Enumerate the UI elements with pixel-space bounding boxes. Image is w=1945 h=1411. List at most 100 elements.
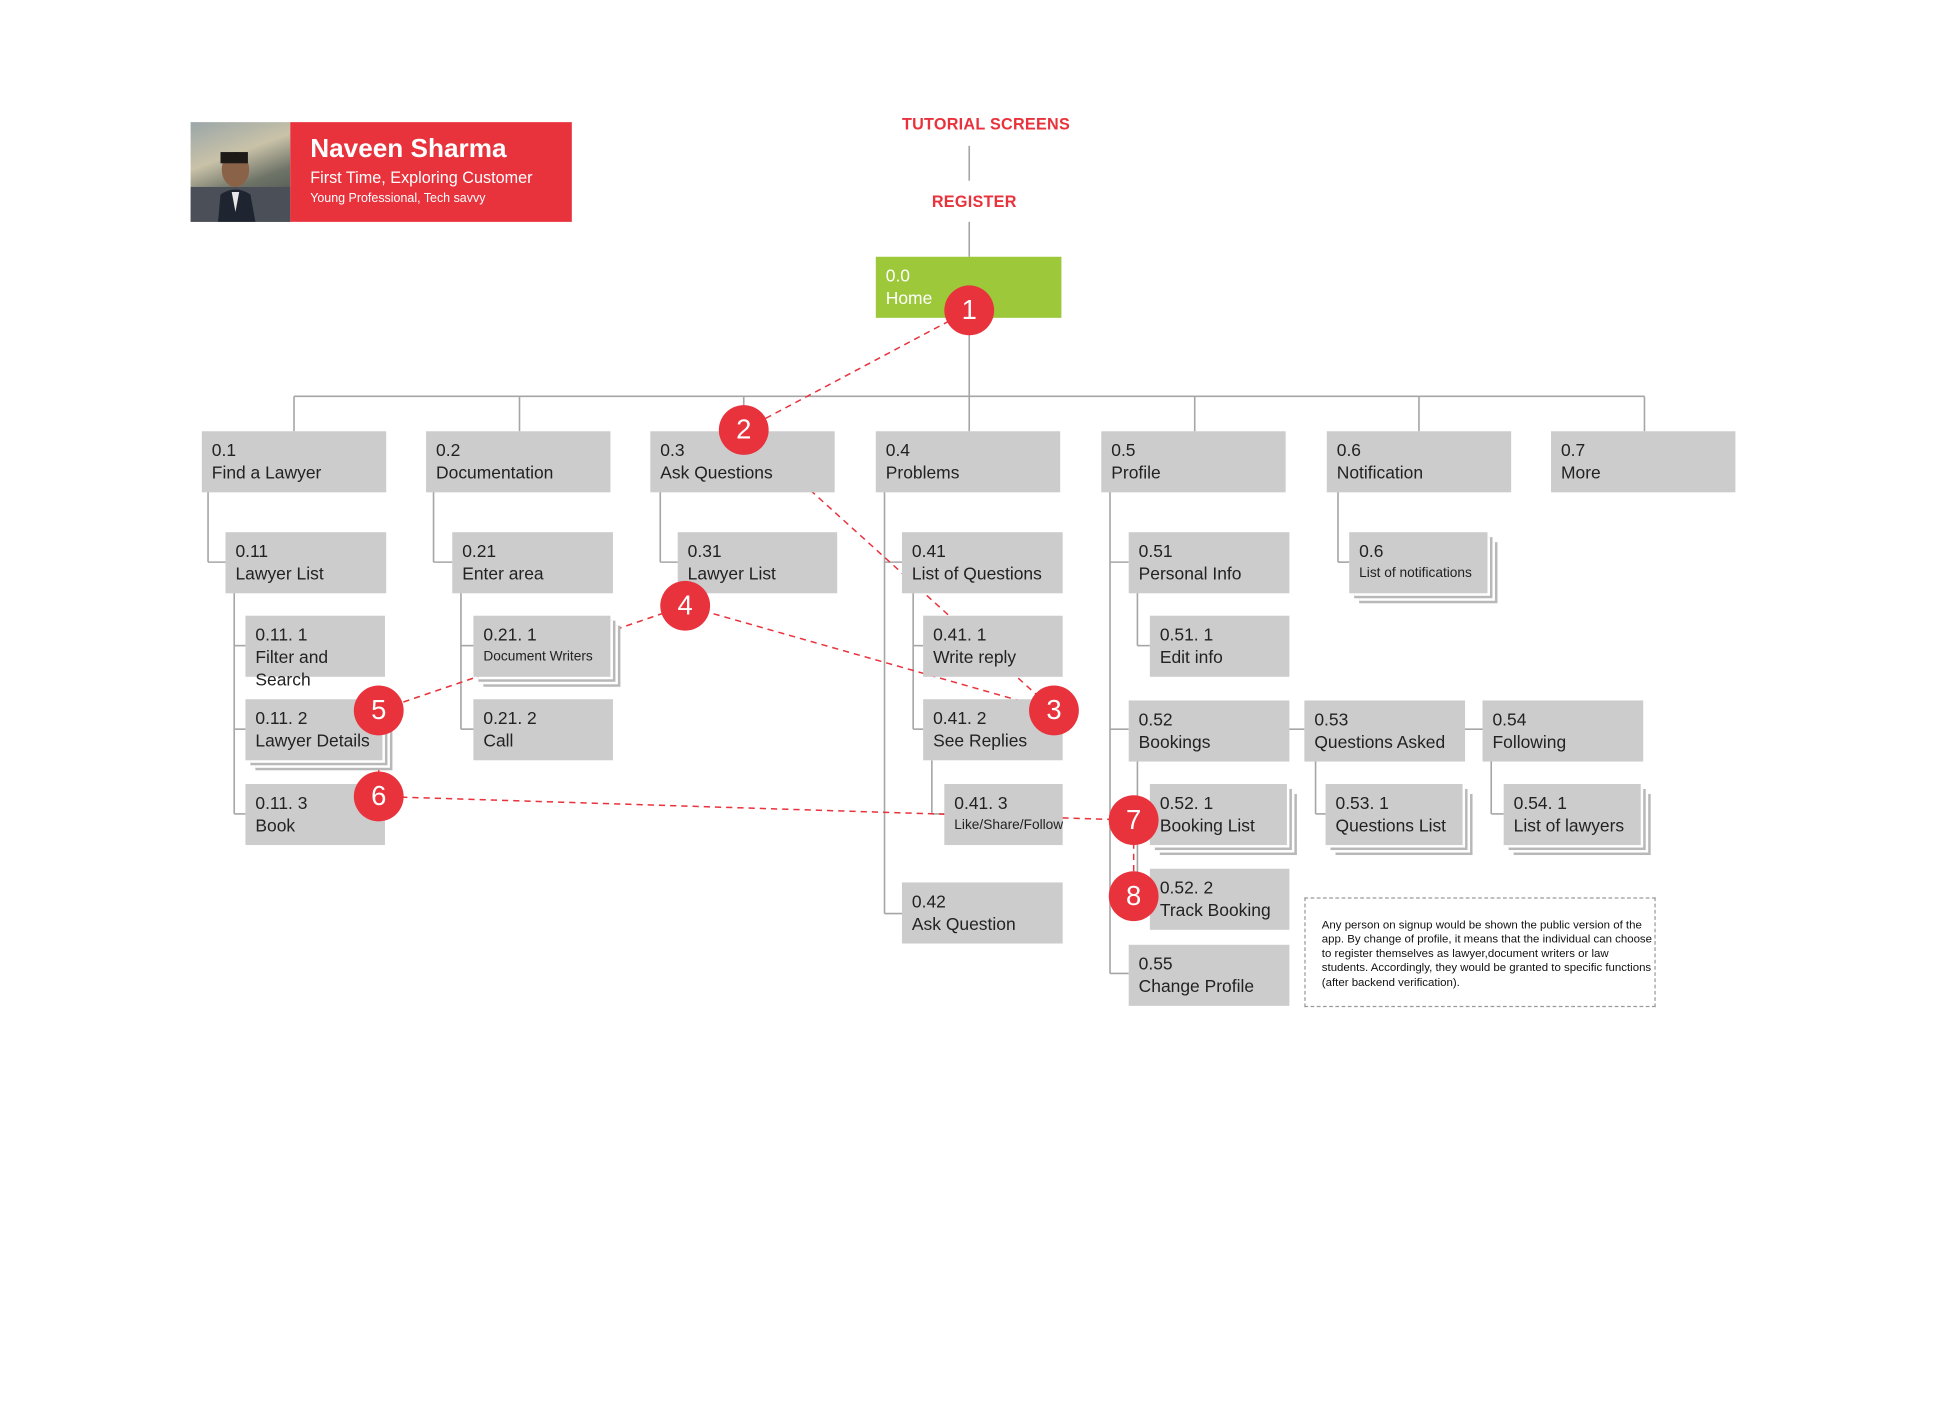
node-label: See Replies (933, 730, 1028, 751)
node-documentation[interactable]: 0.2 Documentation (426, 431, 611, 493)
node-label: Bookings (1138, 731, 1211, 752)
node-label: Home (885, 287, 933, 308)
node-label: Book (255, 815, 296, 836)
node-number: 0.42 (911, 891, 946, 912)
node-change-profile[interactable]: 0.55 Change Profile (1128, 944, 1290, 1006)
node-label: Filter and Search (255, 646, 329, 690)
node-label: Lawyer Details (255, 730, 370, 751)
node-number: 0.6 (1359, 540, 1384, 561)
node-number: 0.52. 1 (1159, 792, 1214, 813)
node-label: Ask Questions (660, 462, 773, 483)
node-label: Enter area (462, 563, 544, 584)
node-number: 0.41. 3 (954, 792, 1008, 813)
node-enter-area[interactable]: 0.21 Enter area (452, 532, 613, 594)
persona-card: Naveen Sharma First Time, Exploring Cust… (190, 122, 572, 222)
node-label: Call (483, 730, 514, 751)
node-label: Personal Info (1138, 563, 1242, 584)
node-label: Problems (885, 462, 960, 483)
journey-marker-1: 1 (944, 285, 995, 336)
node-profile[interactable]: 0.5 Profile (1101, 431, 1286, 493)
node-track-booking[interactable]: 0.52. 2 Track Booking (1149, 868, 1290, 930)
node-number: 0.11 (235, 540, 269, 561)
persona-photo (190, 122, 291, 222)
node-document-writers[interactable]: 0.21. 1 Document Writers (473, 615, 611, 677)
node-questions-lawyer-list[interactable]: 0.31 Lawyer List (677, 532, 838, 594)
node-list-of-lawyers[interactable]: 0.54. 1 List of lawyers (1503, 783, 1641, 846)
node-problems[interactable]: 0.4 Problems (875, 431, 1061, 493)
persona-name: Naveen Sharma (310, 134, 507, 164)
node-label: Documentation (436, 462, 554, 483)
person-silhouette-icon (190, 152, 291, 222)
node-number: 0.52. 2 (1159, 877, 1214, 898)
node-number: 0.21. 1 (483, 624, 537, 645)
node-label: Like/Share/Follow (954, 817, 1064, 833)
node-label: List of notifications (1359, 565, 1472, 581)
node-list-of-notifications[interactable]: 0.6 List of notifications (1349, 532, 1488, 594)
node-number: 0.53 (1314, 709, 1349, 730)
node-label: Notification (1336, 462, 1424, 483)
node-label: Write reply (933, 646, 1017, 667)
journey-marker-4: 4 (660, 580, 711, 631)
node-number: 0.54. 1 (1513, 792, 1568, 813)
node-label: Following (1492, 731, 1567, 752)
node-number: 0.7 (1560, 439, 1586, 460)
node-booking-list[interactable]: 0.52. 1 Booking List (1149, 783, 1287, 846)
node-questions-asked[interactable]: 0.53 Questions Asked (1304, 700, 1466, 762)
node-edit-info[interactable]: 0.51. 1 Edit info (1149, 615, 1290, 677)
node-number: 0.51 (1138, 540, 1173, 561)
node-number: 0.11. 3 (255, 792, 308, 813)
node-number: 0.41. 1 (933, 624, 987, 645)
node-number: 0.53. 1 (1335, 792, 1389, 813)
node-like-share-follow[interactable]: 0.41. 3 Like/Share/Follow (944, 783, 1064, 846)
node-number: 0.0 (885, 265, 911, 286)
node-more[interactable]: 0.7 More (1551, 431, 1736, 493)
node-number: 0.5 (1111, 439, 1136, 460)
node-write-reply[interactable]: 0.41. 1 Write reply (923, 615, 1063, 677)
node-number: 0.55 (1138, 953, 1173, 974)
node-number: 0.3 (660, 439, 685, 460)
node-find-a-lawyer[interactable]: 0.1 Find a Lawyer (201, 431, 387, 493)
node-number: 0.31 (687, 540, 722, 561)
node-label: Find a Lawyer (211, 462, 322, 483)
node-number: 0.54 (1492, 709, 1527, 730)
node-label: More (1560, 462, 1601, 483)
node-filter-and-search[interactable]: 0.11. 1 Filter and Search (245, 615, 385, 689)
journey-marker-7: 7 (1108, 795, 1159, 846)
tutorial-screens-heading: TUTORIAL SCREENS (901, 114, 1071, 134)
journey-marker-8: 8 (1108, 871, 1159, 922)
node-label: Lawyer List (235, 563, 324, 584)
node-label: Profile (1111, 462, 1161, 483)
register-heading: REGISTER (931, 191, 1017, 211)
node-number: 0.2 (436, 439, 461, 460)
node-label: Edit info (1159, 646, 1223, 667)
node-number: 0.1 (211, 439, 237, 460)
journey-marker-3: 3 (1029, 685, 1079, 736)
node-number: 0.21. 2 (483, 707, 537, 728)
node-call[interactable]: 0.21. 2 Call (473, 699, 613, 761)
node-label: Track Booking (1159, 899, 1271, 920)
node-ask-question[interactable]: 0.42 Ask Question (901, 882, 1063, 944)
node-questions-list[interactable]: 0.53. 1 Questions List (1325, 783, 1463, 846)
node-number: 0.6 (1336, 439, 1361, 460)
node-number: 0.11. 1 (255, 624, 308, 645)
node-label: Questions List (1335, 815, 1447, 836)
persona-info: Naveen Sharma First Time, Exploring Cust… (290, 122, 572, 222)
journey-marker-6: 6 (353, 771, 404, 822)
node-label: Questions Asked (1314, 731, 1446, 752)
node-number: 0.4 (885, 439, 911, 460)
node-bookings[interactable]: 0.52 Bookings (1128, 700, 1290, 762)
node-notification[interactable]: 0.6 Notification (1326, 431, 1512, 493)
node-personal-info[interactable]: 0.51 Personal Info (1128, 532, 1290, 594)
journey-marker-5: 5 (353, 685, 404, 736)
signup-note: Any person on signup would be shown the … (1304, 897, 1656, 1008)
node-number: 0.52 (1138, 709, 1173, 730)
node-list-of-questions[interactable]: 0.41 List of Questions (901, 532, 1063, 594)
node-lawyer-list[interactable]: 0.11 Lawyer List (225, 532, 387, 594)
node-number: 0.41. 2 (933, 707, 987, 728)
node-label: Booking List (1159, 815, 1255, 836)
node-following[interactable]: 0.54 Following (1482, 700, 1644, 762)
node-number: 0.11. 2 (255, 707, 308, 728)
node-label: List of Questions (911, 563, 1042, 584)
node-label: Lawyer List (687, 563, 776, 584)
